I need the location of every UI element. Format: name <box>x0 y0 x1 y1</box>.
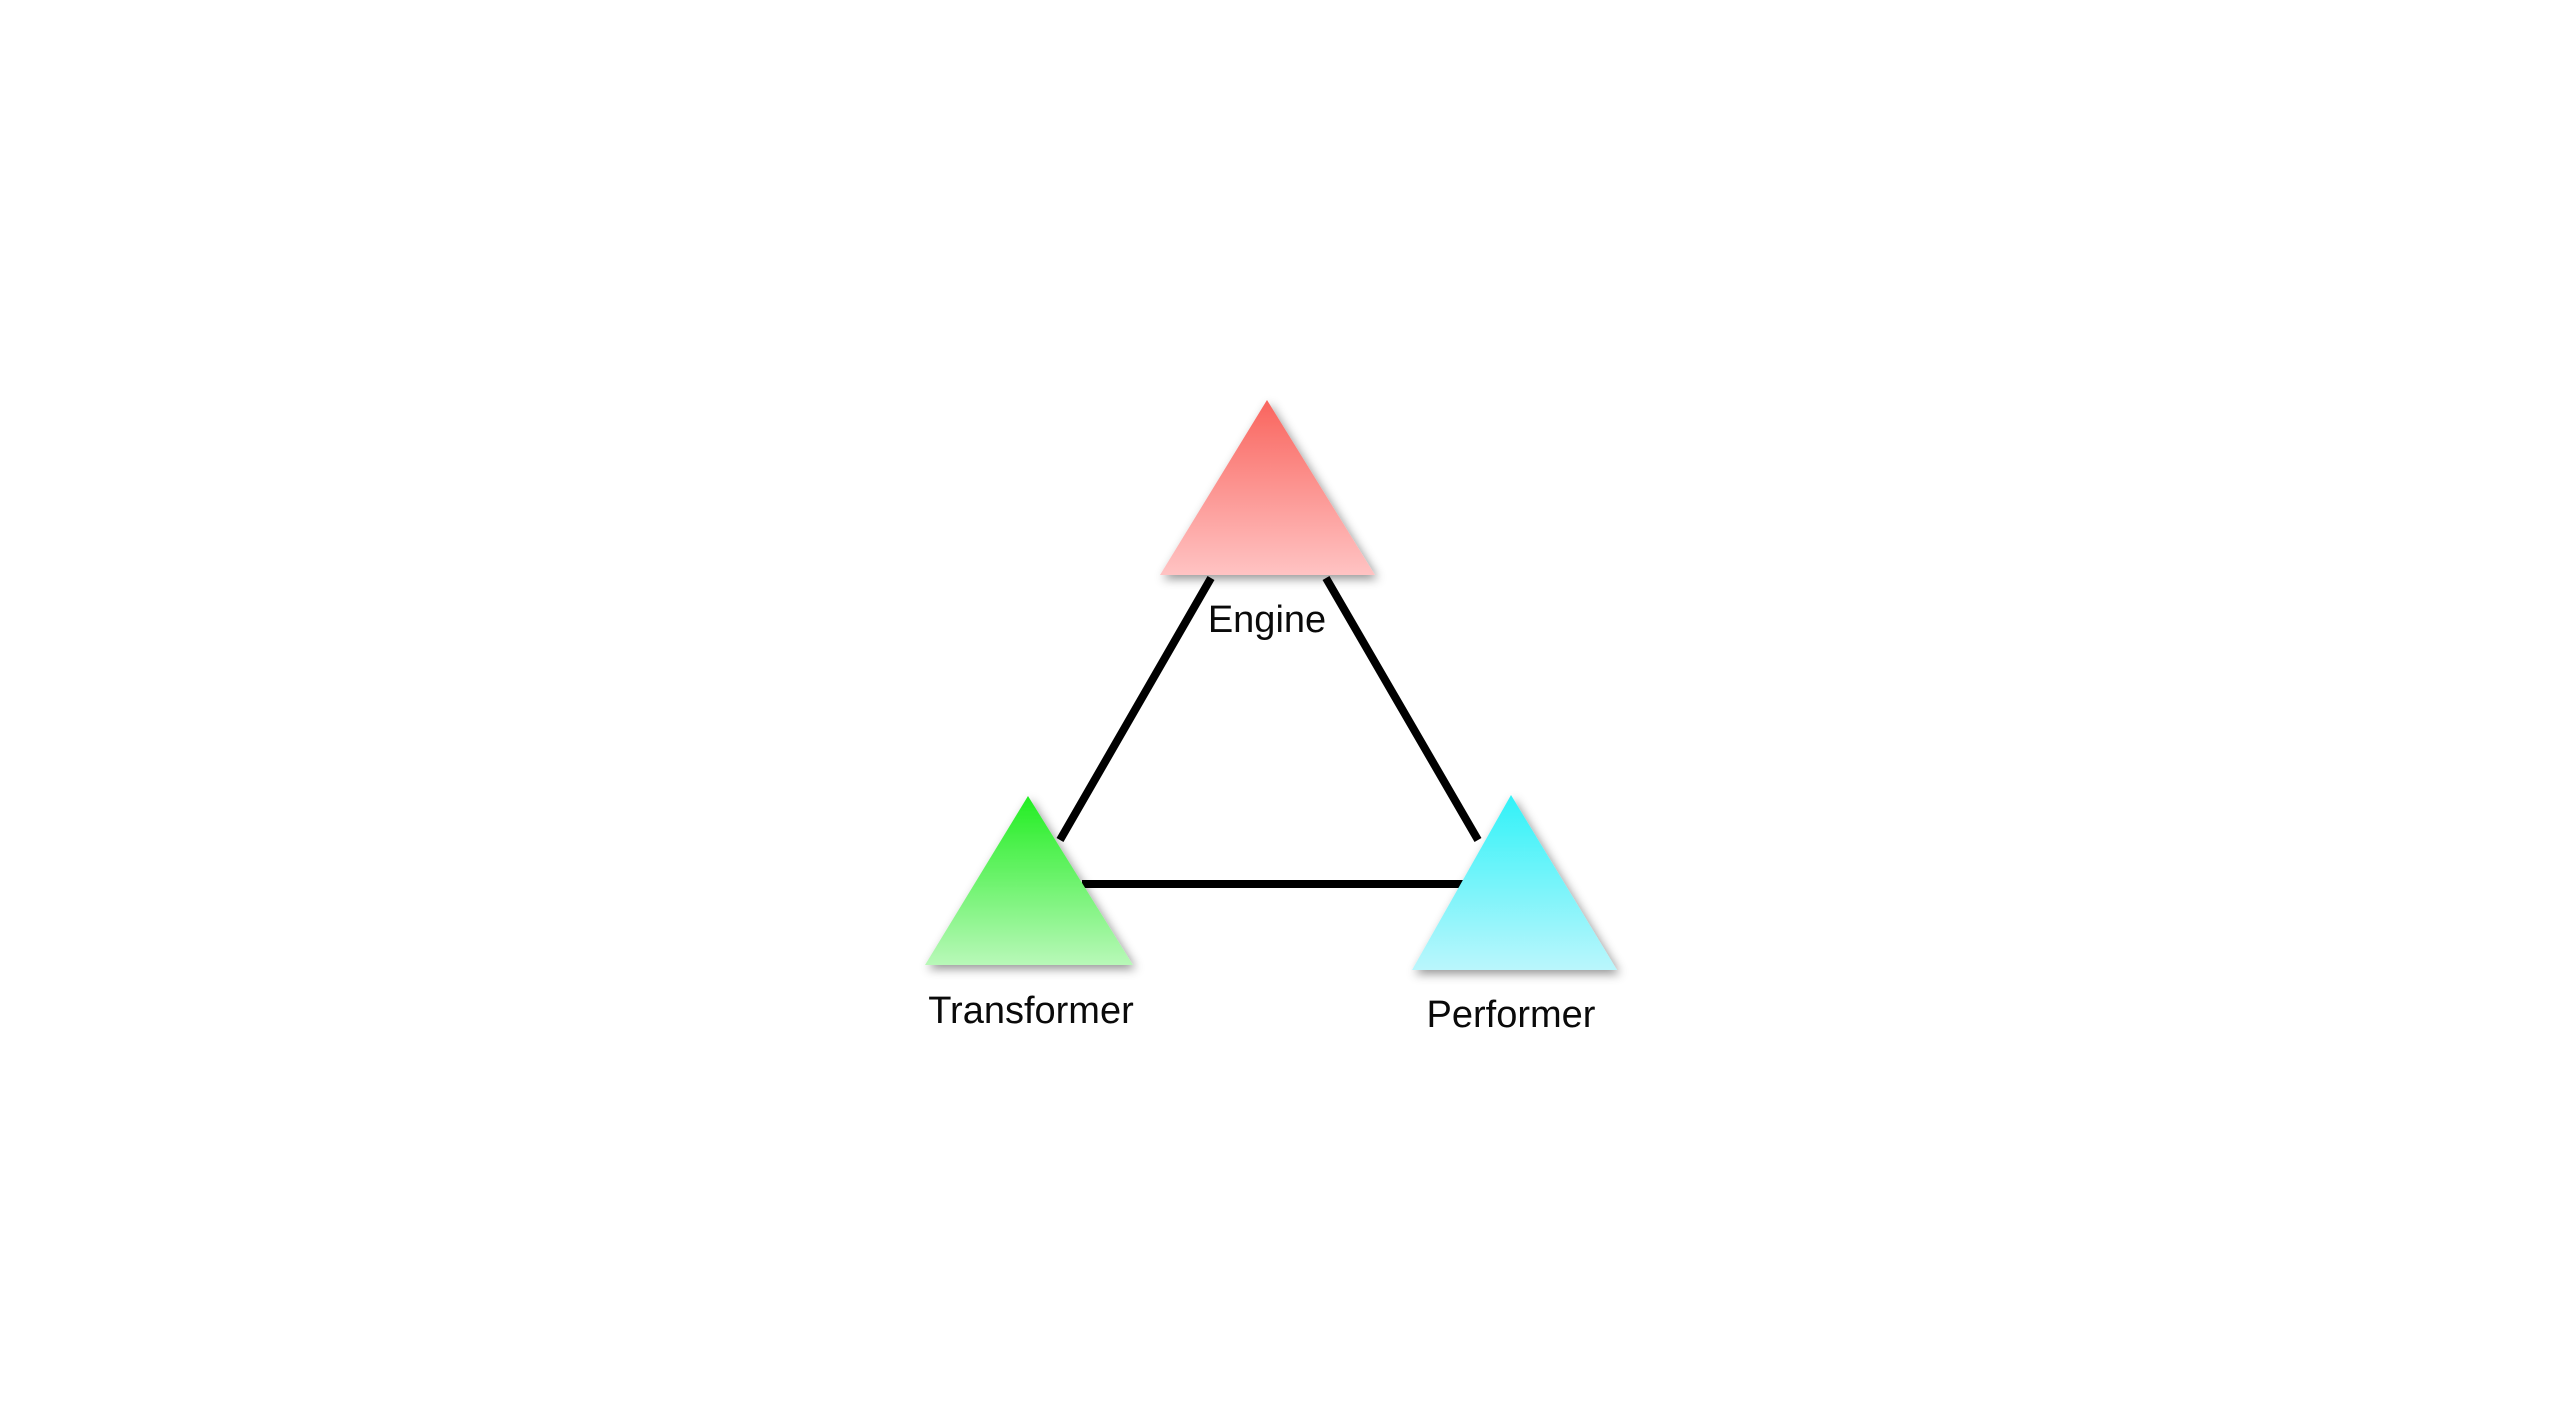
transformer-triangle-shape[interactable] <box>925 796 1133 965</box>
performer-label: Performer <box>1427 994 1596 1036</box>
node-transformer[interactable] <box>925 796 1133 965</box>
performer-triangle-shape[interactable] <box>1412 795 1617 970</box>
edge-group <box>1056 575 1482 888</box>
engine-label: Engine <box>1208 599 1326 641</box>
edge-engine-transformer <box>1056 576 1215 842</box>
transformer-label: Transformer <box>928 990 1134 1032</box>
edge-engine-performer <box>1322 575 1482 843</box>
node-engine[interactable] <box>1160 400 1375 575</box>
engine-triangle-shape[interactable] <box>1160 400 1375 575</box>
node-performer[interactable] <box>1412 795 1617 970</box>
